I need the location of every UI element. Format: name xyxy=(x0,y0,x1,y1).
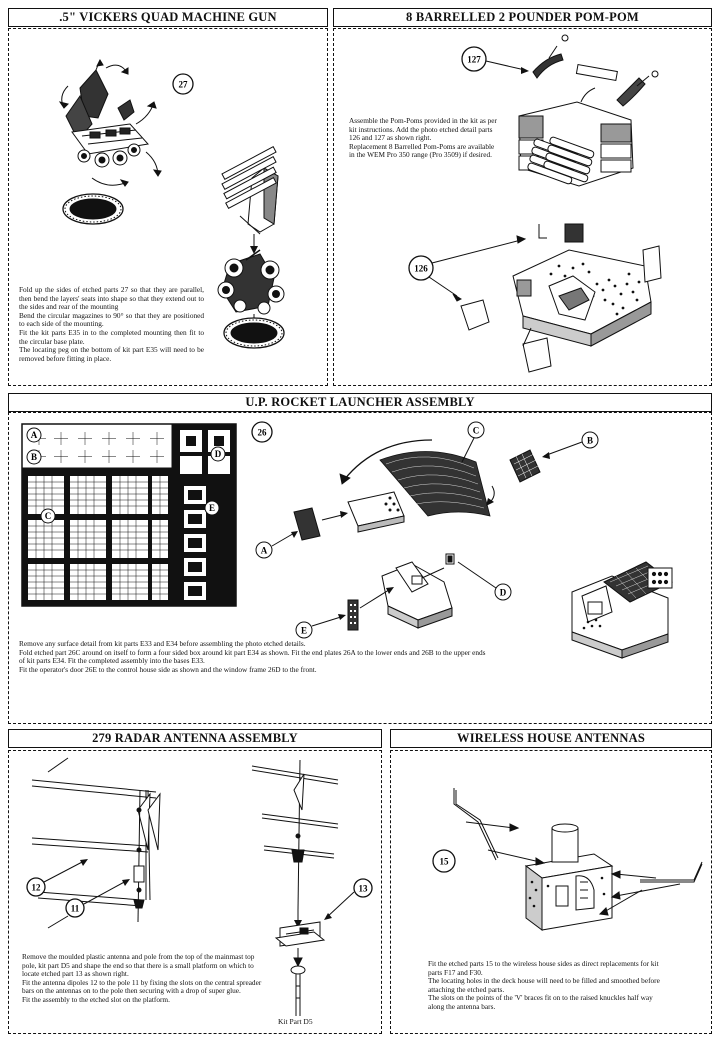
callout-12: 12 xyxy=(26,877,46,897)
antenna-pole-illustration xyxy=(133,789,145,923)
svg-text:D: D xyxy=(500,588,507,598)
radar-text-1: Remove the moulded plastic antenna and p… xyxy=(22,952,255,979)
callout-15: 15 xyxy=(432,849,456,873)
callout-13: 13 xyxy=(353,878,373,898)
svg-text:12: 12 xyxy=(32,883,42,893)
svg-text:E: E xyxy=(301,626,307,636)
radar-title: 279 RADAR ANTENNA ASSEMBLY xyxy=(92,731,298,745)
wireless-title: WIRELESS HOUSE ANTENNAS xyxy=(457,731,645,745)
radar-text-3: Fit the assembly to the etched slot on t… xyxy=(22,994,170,1004)
vickers-text-4: The locating peg on the bottom of kit pa… xyxy=(19,345,204,363)
fret-label-a: A xyxy=(26,427,42,443)
platform-13-illustration xyxy=(274,921,326,947)
svg-text:A: A xyxy=(31,430,38,440)
pompom-text-1: Assemble the Pom-Poms provided in the ki… xyxy=(349,116,497,143)
wireless-text-3: The slots on the points of the 'V' brace… xyxy=(428,993,653,1011)
part-label-d: D xyxy=(494,583,512,601)
wireless-house-illustration xyxy=(524,823,614,931)
svg-text:E: E xyxy=(209,503,215,513)
callout-126: 126 xyxy=(408,255,434,281)
wireless-text-2: The locating holes in the deck house wil… xyxy=(428,976,660,994)
callout-11: 11 xyxy=(65,898,85,918)
wireless-text-1: Fit the etched parts 15 to the wireless … xyxy=(428,959,659,977)
etched-part-127-illustration xyxy=(532,34,659,107)
svg-text:127: 127 xyxy=(467,55,481,65)
etched-part-126-illustration xyxy=(460,245,662,373)
completed-rocket-launcher-illustration xyxy=(571,561,673,659)
fret-label-b: B xyxy=(26,449,42,465)
rocket-diagram: A B C D E 26 C B xyxy=(21,421,673,659)
svg-text:D: D xyxy=(215,449,222,459)
svg-text:A: A xyxy=(261,546,268,556)
wireless-diagram: 15 xyxy=(432,788,703,931)
kit-part-d5-label: Kit Part D5 xyxy=(278,1017,313,1026)
radar-diagram: 12 11 13 xyxy=(26,757,373,1016)
circular-base-plate-right xyxy=(223,317,285,349)
pompom-diagram: 127 126 xyxy=(408,34,662,373)
wireless-instructions: Fit the etched parts 15 to the wireless … xyxy=(428,959,668,1012)
vickers-title: .5" VICKERS QUAD MACHINE GUN xyxy=(59,10,277,24)
radar-header: 279 RADAR ANTENNA ASSEMBLY xyxy=(8,729,382,748)
wireless-header: WIRELESS HOUSE ANTENNAS xyxy=(390,729,712,748)
part-e-illustration xyxy=(347,599,359,631)
svg-text:26: 26 xyxy=(258,428,268,438)
vickers-instructions: Fold up the sides of etched parts 27 so … xyxy=(19,285,204,363)
svg-text:15: 15 xyxy=(440,857,450,867)
vickers-header: .5" VICKERS QUAD MACHINE GUN xyxy=(8,8,328,27)
svg-text:27: 27 xyxy=(179,80,189,90)
svg-text:B: B xyxy=(587,436,593,446)
svg-text:C: C xyxy=(45,511,52,521)
part-c-mesh-illustration xyxy=(339,439,491,517)
part-label-e: E xyxy=(295,621,313,639)
etched-antenna-15-illustration xyxy=(453,788,703,883)
svg-text:C: C xyxy=(473,426,480,436)
assembled-vickers-mount xyxy=(217,249,285,315)
radar-instructions: Remove the moulded plastic antenna and p… xyxy=(22,952,270,1005)
pompom-mounting-illustration xyxy=(512,223,652,347)
rocket-title: U.P. ROCKET LAUNCHER ASSEMBLY xyxy=(245,395,475,409)
vickers-text-3: Fit the kit parts E35 in to the complete… xyxy=(19,327,204,346)
part-label-b: B xyxy=(581,431,599,449)
rocket-instructions: Remove any surface detail from kit parts… xyxy=(19,639,489,674)
pompom-title: 8 BARRELLED 2 POUNDER POM-POM xyxy=(406,10,639,24)
gun-mount-illustration xyxy=(221,146,279,235)
rocket-text-2: Fold etched part 26C around on itself to… xyxy=(19,647,486,666)
fret-label-c: C xyxy=(40,508,56,524)
vickers-text-1: Fold up the sides of etched parts 27 so … xyxy=(19,285,204,312)
svg-text:11: 11 xyxy=(71,904,80,914)
rocket-text-1: Remove any surface detail from kit parts… xyxy=(19,639,306,648)
rocket-header: U.P. ROCKET LAUNCHER ASSEMBLY xyxy=(8,393,712,412)
rocket-text-3: Fit the operator's door 26E to the contr… xyxy=(19,664,317,674)
fret-label-d: D xyxy=(210,446,226,462)
pompom-instructions: Assemble the Pom-Poms provided in the ki… xyxy=(349,116,501,160)
part-b-illustration xyxy=(509,449,541,483)
etched-fret-26 xyxy=(21,423,237,607)
assembled-antenna-illustration xyxy=(251,759,339,911)
callout-127: 127 xyxy=(461,46,487,72)
part-label-c: C xyxy=(467,421,485,439)
mast-pole-illustration xyxy=(290,948,306,1016)
svg-text:B: B xyxy=(31,452,37,462)
radar-panel xyxy=(8,750,382,1034)
radar-text-2: Fit the antenna dipoles 12 to the pole 1… xyxy=(22,977,262,996)
svg-text:13: 13 xyxy=(359,884,369,894)
antenna-dipoles-illustration xyxy=(31,757,161,929)
pompom-header: 8 BARRELLED 2 POUNDER POM-POM xyxy=(333,8,712,27)
control-house-base-illustration xyxy=(381,561,453,629)
pompom-gun-illustration xyxy=(518,87,634,187)
pompom-text-2: Replacement 8 Barrelled Pom-Poms are ava… xyxy=(349,141,495,160)
svg-text:126: 126 xyxy=(414,264,428,274)
callout-26: 26 xyxy=(251,421,273,443)
etched-part-27-illustration xyxy=(58,58,162,187)
callout-27: 27 xyxy=(172,73,194,95)
circular-base-plate-left xyxy=(62,193,124,225)
part-d-illustration xyxy=(445,553,455,565)
part-a-illustration xyxy=(293,507,321,541)
vickers-diagram: 27 xyxy=(58,58,285,349)
fret-label-e: E xyxy=(204,500,220,516)
part-label-a: A xyxy=(255,541,273,559)
launcher-box-illustration xyxy=(347,491,405,533)
vickers-text-2: Bend the circular magazines to 90° so th… xyxy=(19,310,204,329)
